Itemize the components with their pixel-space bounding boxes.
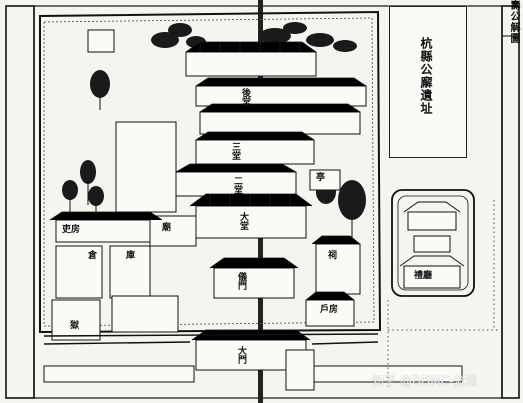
label-pavilion: 亭 xyxy=(316,173,326,183)
watermark: 知乎 @DDMC-沧浪 xyxy=(372,374,478,388)
label-gate: 大門 xyxy=(236,346,246,364)
header-title: 壽公解圖 xyxy=(508,0,519,44)
fences xyxy=(43,333,379,345)
compound-wall xyxy=(39,10,382,334)
label-rear-hall: 後堂 xyxy=(240,88,250,106)
label-shrine: 祠 xyxy=(326,250,336,259)
annex-compound xyxy=(391,189,475,297)
label-granary: 倉 xyxy=(86,250,96,259)
label-treasury: 庫 xyxy=(124,250,134,259)
cartouche-title: 杭縣公廨遺址 xyxy=(419,37,433,115)
label-third-hall: 三堂 xyxy=(230,142,240,160)
label-west-office: 吏房 xyxy=(62,225,81,235)
label-yi-men: 儀門 xyxy=(236,272,246,290)
dotted-paths xyxy=(387,200,500,390)
label-annex-hall: 禮廳 xyxy=(414,271,433,281)
hall-buildings xyxy=(43,29,463,391)
label-east-office: 戶房 xyxy=(320,305,339,315)
title-cartouche: 杭縣公廨遺址 xyxy=(389,6,467,158)
label-temple: 廟 xyxy=(160,222,170,231)
label-main-hall: 大堂 xyxy=(238,212,248,230)
roof-hatching xyxy=(49,41,367,341)
label-prison: 獄 xyxy=(70,321,80,331)
label-second-hall: 二堂 xyxy=(232,176,242,194)
